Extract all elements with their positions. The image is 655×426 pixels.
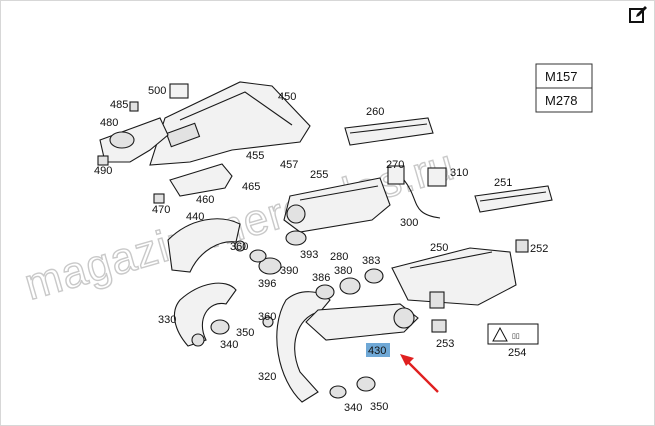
hose-320 (276, 291, 331, 403)
ring-386 (315, 284, 335, 300)
model-box: M157 M278 (535, 63, 593, 113)
part-460 (169, 163, 233, 197)
ring-350b (356, 376, 376, 392)
callout-320[interactable]: 320 (258, 371, 276, 383)
hose-330 (173, 282, 237, 347)
callout-500[interactable]: 500 (148, 85, 166, 97)
callout-330[interactable]: 330 (158, 314, 176, 326)
ring-390 (249, 249, 267, 263)
filter-element-251 (474, 185, 553, 213)
ring-383 (364, 268, 384, 284)
callout-250[interactable]: 250 (430, 242, 448, 254)
hose-300 (403, 179, 441, 219)
callout-350a[interactable]: 350 (236, 327, 254, 339)
callout-470[interactable]: 470 (152, 204, 170, 216)
callout-455[interactable]: 455 (246, 150, 264, 162)
callout-360b[interactable]: 360 (258, 311, 276, 323)
svg-text:▯▯: ▯▯ (512, 333, 520, 340)
callout-460[interactable]: 460 (196, 194, 214, 206)
part-252 (515, 239, 529, 253)
callout-340b[interactable]: 340 (344, 402, 362, 414)
model-label-2: M278 (545, 93, 578, 108)
duct-430 (305, 303, 419, 341)
callout-386[interactable]: 386 (312, 272, 330, 284)
ring-380 (339, 277, 361, 295)
callout-254[interactable]: 254 (508, 347, 526, 359)
callout-360a[interactable]: 360 (230, 241, 248, 253)
callout-340a[interactable]: 340 (220, 339, 238, 351)
clamp-360b (262, 316, 274, 328)
callout-255[interactable]: 255 (310, 169, 328, 181)
highlight-box-430 (366, 343, 390, 357)
filter-element-260 (344, 117, 434, 146)
callout-457[interactable]: 457 (280, 159, 298, 171)
callout-440[interactable]: 440 (186, 211, 204, 223)
model-label-1: M157 (545, 69, 578, 84)
callout-396[interactable]: 396 (258, 278, 276, 290)
callout-490[interactable]: 490 (94, 165, 112, 177)
engine-cover-part (149, 81, 311, 166)
callout-280[interactable]: 280 (330, 251, 348, 263)
warning-label-254: ▯▯ (487, 323, 539, 345)
callout-380[interactable]: 380 (334, 265, 352, 277)
callout-390[interactable]: 390 (280, 265, 298, 277)
label-tag-500 (169, 83, 189, 99)
pointer-arrow (400, 354, 439, 393)
part-470-shape (153, 193, 165, 204)
highlight-label-430[interactable]: 430 (368, 345, 386, 357)
callout-310[interactable]: 310 (450, 167, 468, 179)
callout-450[interactable]: 450 (278, 91, 296, 103)
callout-465[interactable]: 465 (242, 181, 260, 193)
air-filter-housing-255 (283, 177, 391, 233)
clip-485 (129, 101, 139, 112)
air-filter-housing-250 (391, 247, 517, 309)
part-310 (427, 167, 447, 187)
callout-383[interactable]: 383 (362, 255, 380, 267)
intake-duct-440 (167, 218, 241, 273)
callout-270[interactable]: 270 (386, 159, 404, 171)
callout-252[interactable]: 252 (530, 243, 548, 255)
callout-251[interactable]: 251 (494, 177, 512, 189)
callout-300[interactable]: 300 (400, 217, 418, 229)
callout-480[interactable]: 480 (100, 117, 118, 129)
callout-253[interactable]: 253 (436, 338, 454, 350)
callout-485[interactable]: 485 (110, 99, 128, 111)
ring-393 (285, 230, 307, 246)
ring-340b (329, 385, 347, 399)
part-253 (431, 319, 447, 333)
sensor-270 (387, 165, 405, 185)
callout-393[interactable]: 393 (300, 249, 318, 261)
part-490-shape (97, 155, 109, 166)
ring-340a (191, 333, 205, 347)
callout-260[interactable]: 260 (366, 106, 384, 118)
clamp-360a (234, 240, 246, 252)
ring-350a (210, 319, 230, 335)
ring-396 (258, 257, 282, 275)
callout-350b[interactable]: 350 (370, 401, 388, 413)
edit-icon[interactable] (628, 5, 648, 25)
